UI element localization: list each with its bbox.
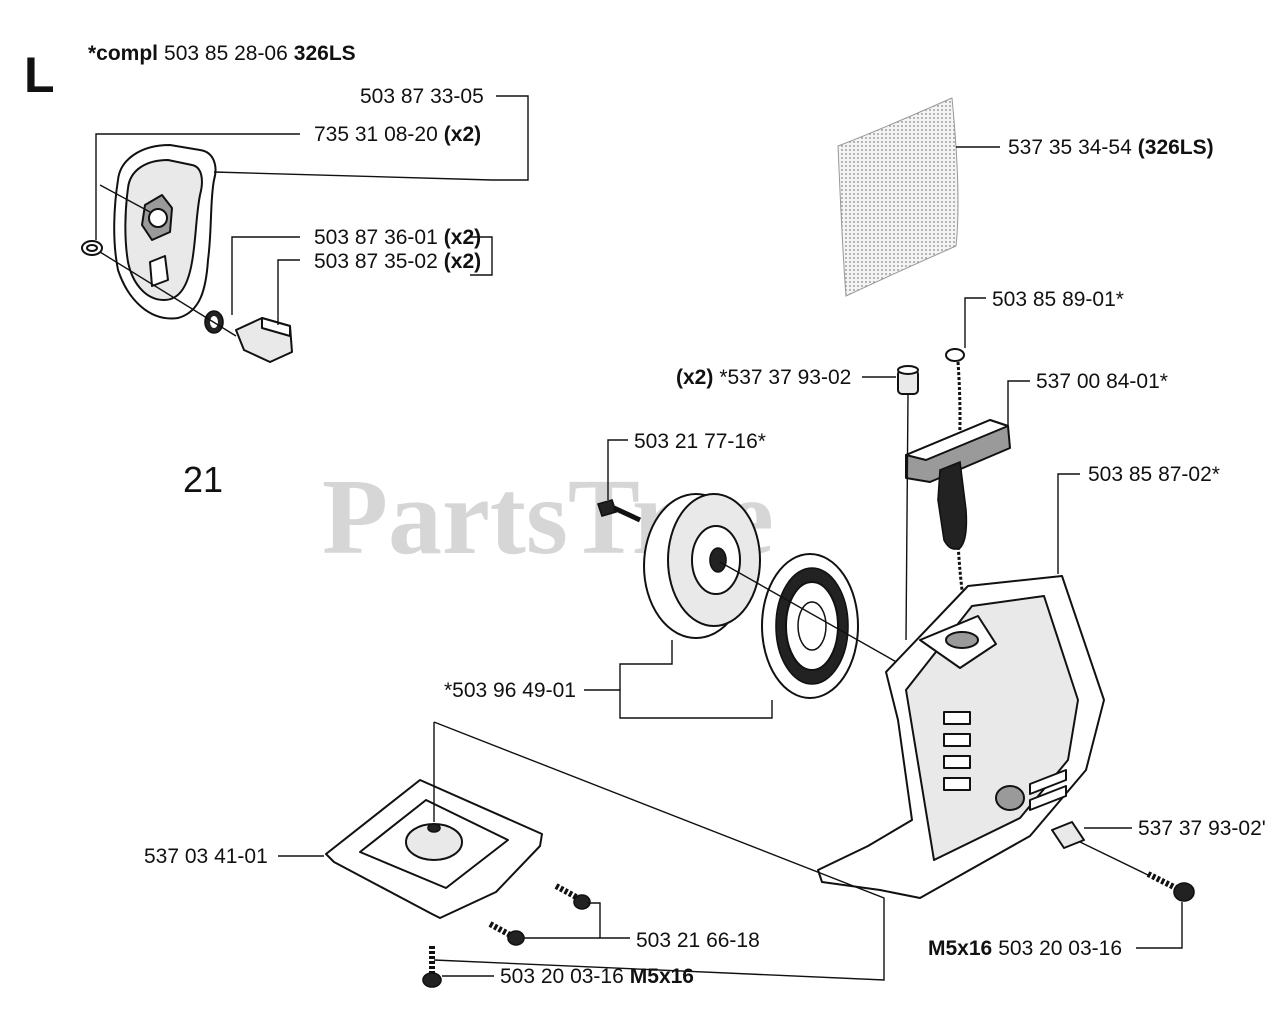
cover-clip-qty: (x2) (444, 123, 481, 146)
screw-bottom-part-number: 503 20 03-16 (500, 965, 624, 988)
screw-bottom-size: M5x16 (630, 965, 694, 988)
label-screw-right: M5x16 503 20 03-16 (928, 937, 1122, 960)
label-o-ring: 503 87 36-01 (x2) (314, 226, 481, 249)
assembly-prefix: *compl (88, 42, 158, 65)
cover-clip-part (81, 240, 103, 256)
cover-clip-part-number: 735 31 08-20 (314, 123, 438, 146)
label-screw-bottom: 503 20 03-16 M5x16 (500, 965, 694, 988)
bracket-screw-part (488, 883, 591, 946)
label-pulley-spring-kit: *503 96 49-01 (444, 679, 576, 702)
decal-model: (326LS) (1138, 136, 1214, 159)
label-handle: 537 00 84-01* (1036, 370, 1168, 393)
cover-knob-part (235, 317, 293, 363)
label-bushing-right: 537 37 93-02' (1138, 817, 1266, 840)
recoil-spring-part (761, 553, 859, 699)
bushing-right-part (1051, 821, 1085, 849)
label-decal: 537 35 34-54 (326LS) (1008, 136, 1214, 159)
label-bracket-screw: 503 21 66-18 (636, 929, 760, 952)
o-ring-part-number: 503 87 36-01 (314, 226, 438, 249)
bushing-top-part-number: *537 37 93-02 (719, 366, 851, 389)
section-letter: L (24, 47, 55, 103)
label-cover-clip: 735 31 08-20 (x2) (314, 123, 481, 146)
screw-right-size: M5x16 (928, 937, 992, 960)
knob-part-number: 503 87 35-02 (314, 250, 438, 273)
starter-rope-part (945, 348, 965, 591)
bushing-top-part (897, 365, 919, 395)
label-pulley-screw: 503 21 77-16* (634, 430, 766, 453)
pulley-part (643, 493, 761, 639)
decal-part (837, 97, 959, 297)
screw-right-part (1146, 871, 1195, 902)
pulley-screw-part (596, 499, 642, 523)
label-air-filter-cover: 503 87 33-05 (360, 85, 484, 108)
label-bracket: 537 03 41-01 (144, 845, 268, 868)
assembly-part-number: 503 85 28-06 (164, 42, 288, 65)
label-rope: 503 85 89-01* (992, 288, 1124, 311)
label-bushing-top: (x2) *537 37 93-02 (676, 366, 851, 389)
figure-number: 21 (183, 459, 223, 500)
knob-qty: (x2) (444, 250, 481, 273)
decal-part-number: 537 35 34-54 (1008, 136, 1132, 159)
assembly-model: 326LS (294, 42, 356, 65)
screw-right-part-number: 503 20 03-16 (998, 937, 1122, 960)
bracket-part (325, 779, 543, 919)
screw-bottom-part (422, 946, 442, 988)
bushing-top-qty: (x2) (676, 366, 713, 389)
starter-housing-part (817, 575, 1105, 899)
starter-handle-part (905, 419, 1011, 550)
label-starter-housing: 503 85 87-02* (1088, 463, 1220, 486)
air-filter-cover-part (113, 144, 217, 320)
assembly-header: *compl 503 85 28-06 326LS (88, 42, 356, 65)
label-knob: 503 87 35-02 (x2) (314, 250, 481, 273)
o-ring-qty: (x2) (444, 226, 481, 249)
